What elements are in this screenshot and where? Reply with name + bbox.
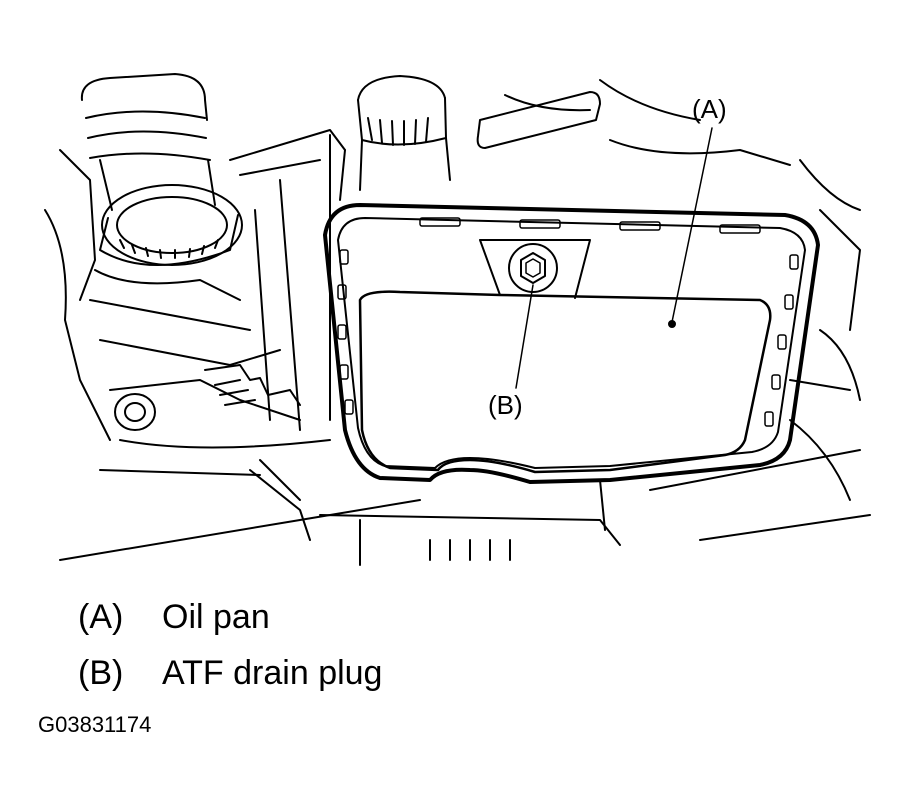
leader-line-b <box>515 284 534 389</box>
flange-bolt-holes <box>337 217 799 427</box>
leader-line-a <box>671 127 713 323</box>
oil-pan-flange <box>323 203 820 484</box>
leader-dot-a <box>668 320 676 328</box>
transmission-case-drawing <box>89 269 331 476</box>
frame-lines <box>59 449 871 566</box>
legend-desc: Oil pan <box>162 598 270 636</box>
legend-desc: ATF drain plug <box>162 654 383 692</box>
callout-b: (B) <box>488 390 523 420</box>
filler-cap-drawing <box>357 75 451 191</box>
drain-plug-drawing <box>508 243 558 293</box>
figure-id: G03831174 <box>38 712 152 737</box>
oil-pan-ribs <box>479 239 591 299</box>
oil-pan-inner-flange <box>337 217 806 469</box>
engine-block-lines <box>44 79 861 501</box>
callout-a: (A) <box>692 94 727 124</box>
oil-pan-diagram: (A) (B) <box>44 73 871 566</box>
oil-filter-drawing <box>80 73 243 266</box>
oil-pan-body <box>358 290 772 474</box>
legend-item-drain-plug: (B) ATF drain plug <box>78 654 382 693</box>
legend-item-oil-pan: (A) Oil pan <box>78 598 270 637</box>
legend-key: (A) <box>78 598 124 636</box>
legend-key: (B) <box>78 654 124 692</box>
